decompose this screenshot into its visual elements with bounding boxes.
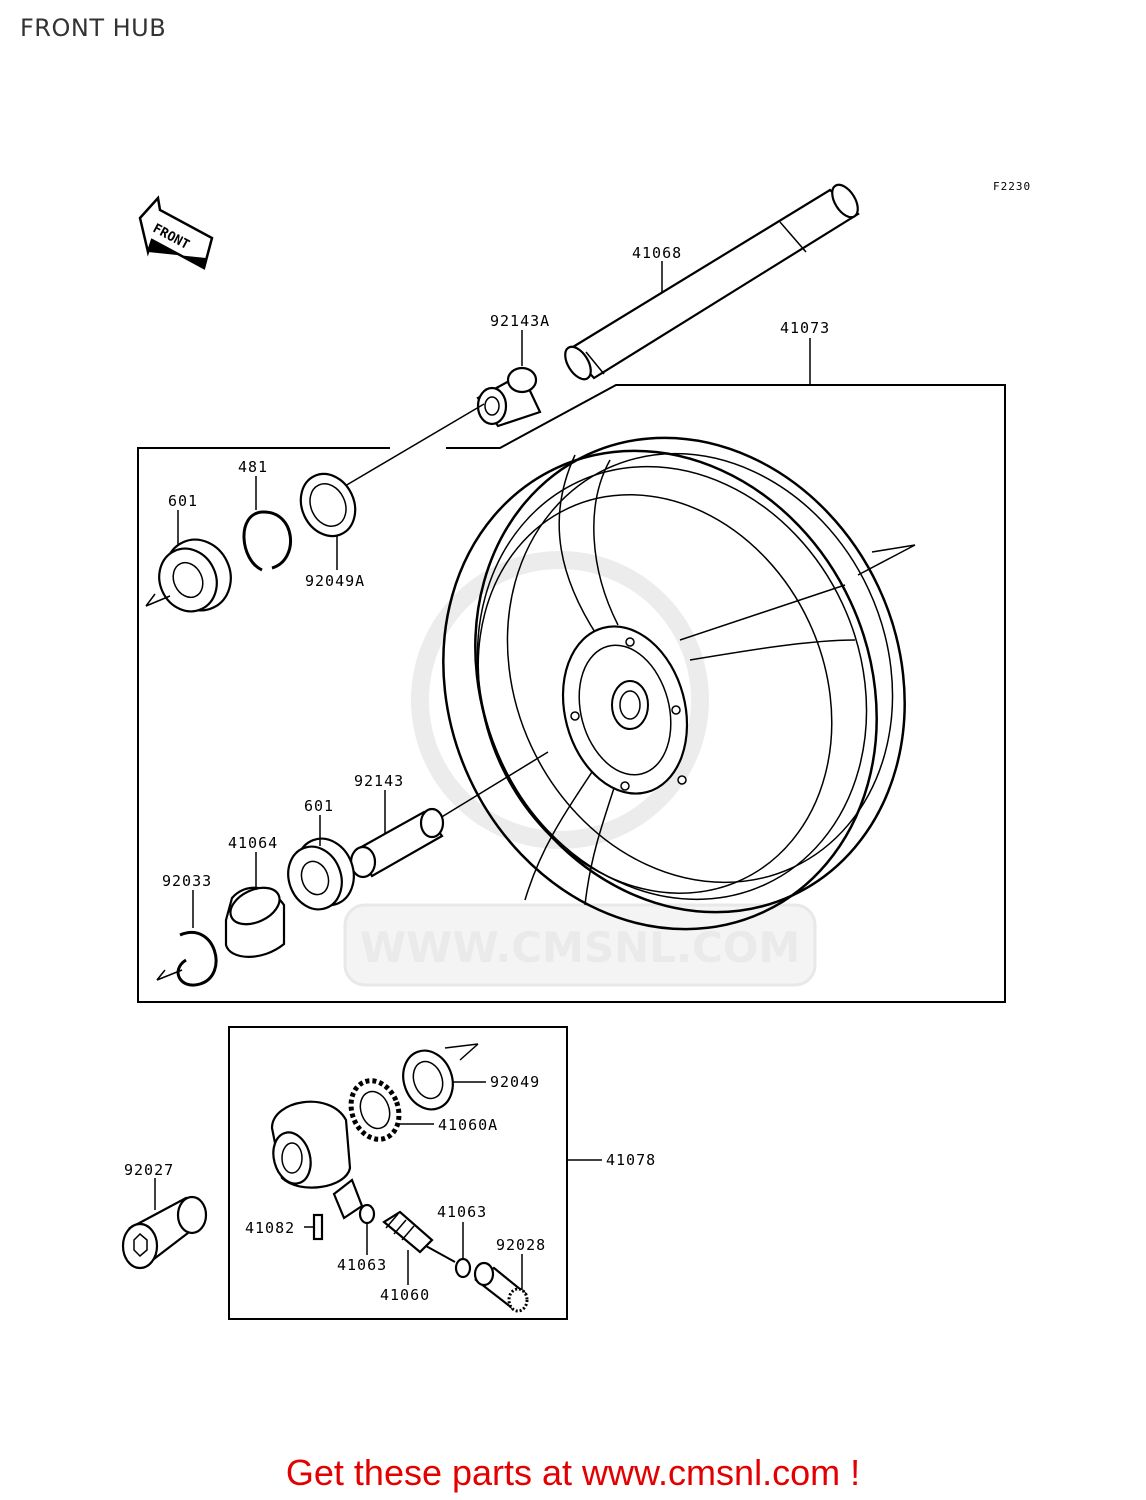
seal-92049A[interactable] [291,465,365,545]
bushing-92028[interactable] [473,1261,529,1313]
washer-41063-a[interactable] [358,1203,376,1225]
label-92027: 92027 [124,1161,174,1179]
wheel-41073[interactable] [366,367,981,1001]
parts-diagram: WWW.CMSNL.COM F2230 FRONT 41068 92143A 4… [121,180,1031,1320]
bearing-601-top[interactable] [149,529,242,621]
watermark-text: WWW.CMSNL.COM [360,923,801,972]
watermark: WWW.CMSNL.COM [343,551,817,987]
cover-41064[interactable] [224,881,286,958]
collar-92143[interactable] [349,807,445,879]
label-601-bottom: 601 [304,797,334,815]
label-92033: 92033 [162,872,212,890]
label-92049: 92049 [490,1073,540,1091]
washer-41063-b[interactable] [454,1257,472,1279]
label-41064: 41064 [228,834,278,852]
label-41060: 41060 [380,1286,430,1304]
gear-housing[interactable] [268,1100,364,1220]
circlip-92033[interactable] [176,931,218,987]
bolt-92027[interactable] [121,1195,208,1270]
pin-41082[interactable] [312,1213,324,1241]
axle-41068[interactable] [560,180,863,383]
collar-92143A[interactable] [476,366,542,428]
label-92049A: 92049A [305,572,365,590]
label-41060A: 41060A [438,1116,498,1134]
label-41068: 41068 [632,244,682,262]
pinion-41060[interactable] [382,1210,456,1263]
label-92143: 92143 [354,772,404,790]
label-92028: 92028 [496,1236,546,1254]
label-41082: 41082 [245,1219,295,1237]
label-41063-a: 41063 [337,1256,387,1274]
label-41063-b: 41063 [437,1203,487,1221]
page-title: FRONT HUB [20,14,167,42]
seal-92049[interactable] [395,1044,461,1117]
front-arrow-icon: FRONT [138,195,214,270]
promo-link-text[interactable]: Get these parts at www.cmsnl.com ! [285,1452,861,1493]
label-92143A: 92143A [490,312,550,330]
gear-41060A[interactable] [343,1074,407,1146]
label-41073: 41073 [780,319,830,337]
circlip-481[interactable] [242,510,293,572]
bearing-601-bottom[interactable] [280,830,363,916]
label-481: 481 [238,458,268,476]
figure-code: F2230 [993,180,1031,193]
label-41078: 41078 [606,1151,656,1169]
label-601-top: 601 [168,492,198,510]
